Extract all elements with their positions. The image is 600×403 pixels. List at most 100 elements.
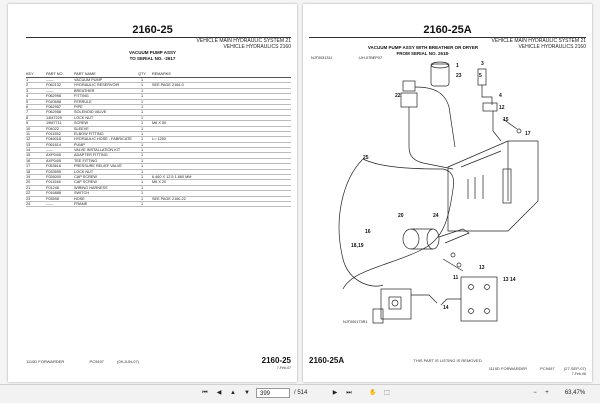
page-down-icon[interactable]: ▼ — [244, 390, 250, 396]
cell-part-no: ------ — [46, 88, 54, 93]
footer-date: (09-JUN-07) — [117, 359, 140, 364]
footer-left: 1110D FORWARDER PC9497 (09-JUN-07) — [26, 359, 139, 364]
callout: 20 — [398, 213, 404, 219]
title-line-1: VACUUM PUMP ASSY — [129, 50, 176, 55]
callout: 4 — [499, 93, 502, 99]
cell-part-no: AXP04/5 — [46, 158, 61, 163]
cell-part-no: F04022 — [46, 126, 59, 131]
cell-part-no: 14M7229 — [46, 115, 62, 120]
page-number-input[interactable]: 399 — [256, 388, 290, 398]
system-line-2: VEHICLE HYDRAULICS 2160 — [518, 44, 586, 50]
cell-part-name: VACUUM PUMP — [74, 78, 103, 82]
cell-qty: 1 — [140, 78, 144, 82]
zoom-out-icon[interactable]: − — [533, 390, 537, 396]
cell-part-no: F046018 — [46, 137, 61, 142]
section-title: VACUUM PUMP ASSY WITH BREATHER OR DRYER … — [323, 45, 523, 56]
cell-part-name: FERRULE — [74, 99, 92, 104]
callout: 17 — [525, 131, 531, 137]
drawing-code-top-2: -UH-07BEP07 — [358, 56, 383, 60]
footer-model: 1110D FORWARDER — [26, 359, 65, 364]
cell-key: 2 — [26, 83, 29, 88]
prev-page-icon[interactable]: ◀ — [216, 390, 222, 396]
cell-qty: 1 — [140, 110, 144, 115]
cell-part-name: PIPE — [74, 104, 83, 109]
cell-remarks — [152, 100, 291, 104]
cell-key: 19 — [26, 175, 31, 180]
cell-part-no: F061614 — [46, 142, 61, 147]
page-number: 2160-25 — [132, 24, 173, 36]
cell-remarks: SEE PAGE 2160-22 — [152, 196, 186, 201]
cell-remarks — [152, 78, 291, 82]
system-header: VEHICLE MAIN HYDRAULIC SYSTEM 21 VEHICLE… — [492, 38, 586, 50]
select-tool-icon[interactable]: ⬚ — [384, 390, 390, 396]
system-line-1: VEHICLE MAIN HYDRAULIC SYSTEM 21 — [196, 38, 291, 44]
cell-part-no: F011546 — [46, 180, 61, 185]
cell-key: 7 — [26, 110, 29, 115]
cell-qty: 1 — [140, 83, 144, 88]
page-left: 2160-25 VEHICLE MAIN HYDRAULIC SYSTEM 21… — [8, 4, 297, 382]
next-page-icon[interactable]: ▶ — [332, 390, 338, 396]
cell-qty: 1 — [140, 180, 144, 185]
cell-part-name: ELBOW FITTING — [74, 131, 104, 136]
first-page-icon[interactable]: ⏮ — [202, 390, 208, 396]
viewer-toolbar: ⏮ ◀ ▲ ▼ 399 / 514 ▶ ⏭ ✋ ⬚ − + 63,47% — [0, 384, 600, 403]
cell-remarks — [152, 116, 291, 120]
cell-part-name: TEE FITTING — [74, 158, 98, 163]
callout: 24 — [433, 213, 439, 219]
col-remarks: REMARKS — [152, 72, 171, 76]
cell-remarks — [152, 94, 291, 98]
last-page-icon[interactable]: ⏭ — [346, 390, 352, 396]
cell-qty: 1 — [140, 142, 144, 147]
callout: 3 — [481, 61, 484, 67]
cell-part-name: SWITCH — [74, 191, 89, 196]
cell-key: 24 — [26, 201, 31, 206]
cell-remarks — [152, 127, 291, 131]
system-header: VEHICLE MAIN HYDRAULIC SYSTEM 21 VEHICLE… — [197, 38, 291, 50]
zoom-level[interactable]: 63,47% — [564, 390, 586, 396]
footer-page-sub: 7-Feb-08 — [571, 372, 586, 376]
footer-date: (27-SEP-07) — [563, 366, 586, 371]
cell-part-no: F062998 — [46, 94, 61, 99]
cell-qty: 1 — [140, 137, 144, 142]
cell-part-name: FRAME — [74, 201, 88, 206]
cell-remarks — [152, 143, 291, 147]
col-part-no: PART NO. — [46, 72, 64, 76]
drawing-code-top: NJT0031311 — [311, 56, 333, 60]
cell-key: 12 — [26, 137, 31, 142]
cell-key: 20 — [26, 180, 31, 185]
footer-note: THIS PART IS LISTING IS REMOVED — [413, 358, 482, 363]
footer-page-number: 2160-25A — [309, 356, 345, 365]
cell-remarks: M6 X 20 — [152, 180, 167, 185]
cell-part-name: BREATHER — [74, 88, 95, 93]
cell-part-no: F062957 — [46, 104, 61, 109]
cell-key: 3 — [26, 88, 29, 93]
cell-part-no: F016888 — [46, 191, 61, 196]
cell-part-name: VALVE INSTALLATION KIT — [74, 148, 121, 153]
cell-part-no: ------ — [46, 201, 54, 206]
hand-tool-icon[interactable]: ✋ — [369, 390, 377, 396]
cell-part-name: HYDRAULIC HOSE - FABRICATE — [74, 137, 132, 142]
cell-remarks — [152, 191, 291, 195]
footer-code: PC9497 — [89, 359, 104, 364]
zoom-in-icon[interactable]: + — [545, 390, 549, 396]
cell-part-no: AXP04/5 — [46, 153, 61, 158]
cell-qty: 1 — [140, 131, 144, 136]
cell-key: 22 — [26, 191, 31, 196]
parts-table: KEY PART NO. PART NAME QTY REMARKS 1----… — [26, 72, 291, 208]
cell-qty: 1 — [140, 153, 144, 158]
cell-remarks — [152, 170, 291, 174]
cell-key: 4 — [26, 94, 29, 99]
page-up-icon[interactable]: ▲ — [230, 390, 236, 396]
cell-part-no: F011552 — [46, 131, 61, 136]
cell-key: 6 — [26, 104, 29, 109]
cell-remarks: L= 1250 — [152, 137, 166, 142]
